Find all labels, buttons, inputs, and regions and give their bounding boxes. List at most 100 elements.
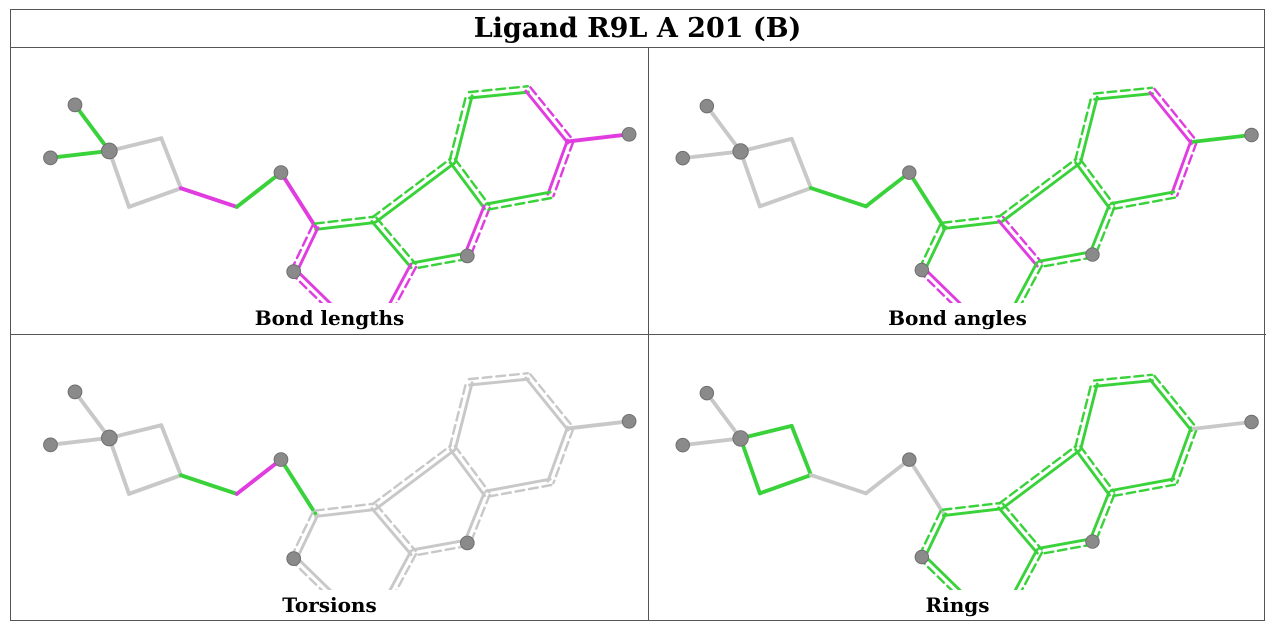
molecule-rings [675, 373, 1259, 590]
bond-ring-p-nitrogen-r-dashed [468, 493, 491, 546]
bond-ring-m-ring-n-dashed [1153, 374, 1198, 429]
bond-quaternary-c-ring-d [738, 136, 794, 154]
bond-ring-n-methyl-v [1191, 133, 1254, 144]
bond-nitrogen-u-ring-i-dashed [289, 511, 314, 559]
atom-methyl-v [1244, 414, 1259, 430]
bond-ring-j-ring-q-dashed [1001, 502, 1043, 551]
bond-ring-n-ring-o [546, 425, 569, 483]
bond-ring-l-ring-m [468, 90, 530, 100]
bond-nitrogen-u-ring-i [294, 513, 320, 562]
bond-ring-o-ring-p-dashed [1111, 196, 1177, 211]
bond-ring-i-ring-j-dashed [941, 501, 1002, 511]
bond-ring-m-ring-n-dashed [529, 373, 574, 428]
bond-nitrogen-u-ring-i-dashed [918, 223, 942, 270]
bond-ring-m-ring-n [524, 89, 570, 145]
atom-methyl-v [621, 126, 637, 142]
bond-ring-j-ring-q [370, 507, 413, 557]
bond-linker-g-oxygen-h [234, 170, 283, 209]
atom-quaternary-c [732, 143, 749, 160]
atom-methyl-a [67, 97, 83, 113]
bond-ring-j-ring-q [997, 506, 1039, 555]
bond-ring-j-ring-q-dashed [375, 216, 417, 266]
atom-nitrogen-r [1085, 534, 1100, 549]
bond-nitrogen-u-ring-i-dashed [918, 510, 942, 557]
bond-ring-o-ring-p-dashed [486, 196, 553, 212]
bond-ring-e-linker-g [809, 473, 868, 496]
bond-ring-k-ring-l-dashed [448, 93, 468, 162]
bond-ring-d-ring-e [789, 136, 813, 190]
bond-ring-n-ring-o-dashed [1175, 141, 1198, 197]
atom-methyl-v [621, 413, 637, 429]
bond-ring-o-ring-p-dashed [486, 483, 553, 499]
bond-ring-l-ring-m-dashed [467, 85, 530, 94]
bond-nitrogen-u-ring-i [922, 225, 948, 273]
bond-quaternary-c-ring-d [107, 136, 164, 153]
atom-methyl-b [675, 437, 690, 453]
bond-ring-n-ring-o-dashed [1175, 428, 1198, 484]
atom-methyl-a [67, 384, 83, 400]
bond-ring-j-ring-k-dashed [997, 444, 1078, 505]
bond-ring-k-ring-l-dashed [448, 380, 468, 449]
bond-ring-q-nitrogen-s [388, 549, 413, 590]
bond-ring-k-ring-l-dashed [1073, 94, 1093, 162]
bond-ring-q-nitrogen-s [1013, 548, 1039, 590]
bond-ring-q-nitrogen-s-dashed [395, 552, 418, 590]
bond-ring-n-ring-o-dashed [552, 140, 575, 198]
bond-ring-p-nitrogen-r-dashed [1093, 493, 1116, 544]
bond-ring-l-ring-m [468, 377, 530, 387]
bond-ring-o-ring-p [1109, 190, 1176, 205]
bond-ring-d-ring-e [159, 423, 183, 478]
bond-ring-k-ring-p-dashed [1079, 158, 1116, 206]
bond-ring-e-ring-f [126, 186, 183, 209]
atom-oxygen-h [273, 452, 289, 467]
bond-ring-f-quaternary-c [107, 149, 131, 209]
caption-torsions: Torsions [282, 593, 377, 617]
atom-methyl-a [699, 98, 715, 114]
bond-ring-n-ring-o [1170, 139, 1193, 196]
bond-ring-d-ring-e [159, 136, 183, 191]
bond-linker-g-oxygen-h [863, 457, 912, 496]
bond-ring-t-nitrogen-u-dashed [290, 559, 324, 590]
bond-nitrogen-u-ring-i-dashed [289, 224, 314, 272]
caption-rings: Rings [925, 593, 990, 617]
bond-ring-p-nitrogen-r-dashed [468, 206, 491, 259]
atom-nitrogen-u [286, 264, 302, 279]
caption-bond-lengths: Bond lengths [254, 306, 405, 330]
bond-nitrogen-r-ring-q-dashed [1038, 256, 1095, 269]
bond-ring-t-nitrogen-u-dashed [918, 557, 954, 590]
panel-bond-lengths: Bond lengths [11, 48, 649, 335]
bond-oxygen-h-ring-i [907, 457, 945, 515]
bond-ring-q-nitrogen-s-dashed [1020, 551, 1044, 590]
bond-methyl-a-quaternary-c [704, 104, 743, 154]
bond-ring-k-ring-p [1074, 448, 1111, 497]
panel-bond-angles: Bond angles [649, 48, 1266, 335]
bond-ring-k-ring-p-dashed [453, 444, 491, 494]
bond-nitrogen-u-ring-i [922, 512, 948, 560]
bond-methyl-a-quaternary-c [73, 102, 112, 153]
panel-grid: Bond lengths Bond angles Torsions Rings [11, 48, 1266, 621]
bond-ring-q-nitrogen-s [1013, 261, 1039, 303]
bond-ring-m-ring-n-dashed [529, 86, 574, 141]
atom-oxygen-h [902, 452, 917, 467]
bond-ring-k-ring-l [1079, 95, 1099, 164]
bond-ring-j-ring-k-dashed [371, 157, 453, 219]
bond-ring-k-ring-p [448, 161, 487, 211]
bond-ring-e-ring-f [757, 473, 813, 496]
atom-quaternary-c [100, 429, 118, 447]
atom-oxygen-h [273, 165, 289, 180]
bond-ring-p-nitrogen-r [463, 491, 486, 544]
bond-ring-i-ring-j [941, 507, 1003, 517]
bond-ring-j-ring-k [1001, 448, 1082, 510]
bond-ring-n-methyl-v [568, 419, 632, 431]
bond-ring-e-ring-f [126, 473, 183, 496]
bond-ring-t-nitrogen-u [922, 266, 962, 303]
bond-ring-i-ring-j-dashed [941, 214, 1002, 224]
bond-ring-m-ring-n [524, 376, 570, 432]
bond-ring-f-quaternary-c [738, 436, 762, 496]
bond-ring-m-ring-n [1148, 378, 1193, 433]
panel-rings: Rings [649, 335, 1266, 621]
bond-ring-j-ring-q-dashed [375, 503, 417, 553]
bond-ring-k-ring-l [1079, 382, 1099, 451]
bond-ring-l-ring-m-dashed [1092, 86, 1154, 95]
bond-methyl-b-quaternary-c [680, 149, 743, 161]
